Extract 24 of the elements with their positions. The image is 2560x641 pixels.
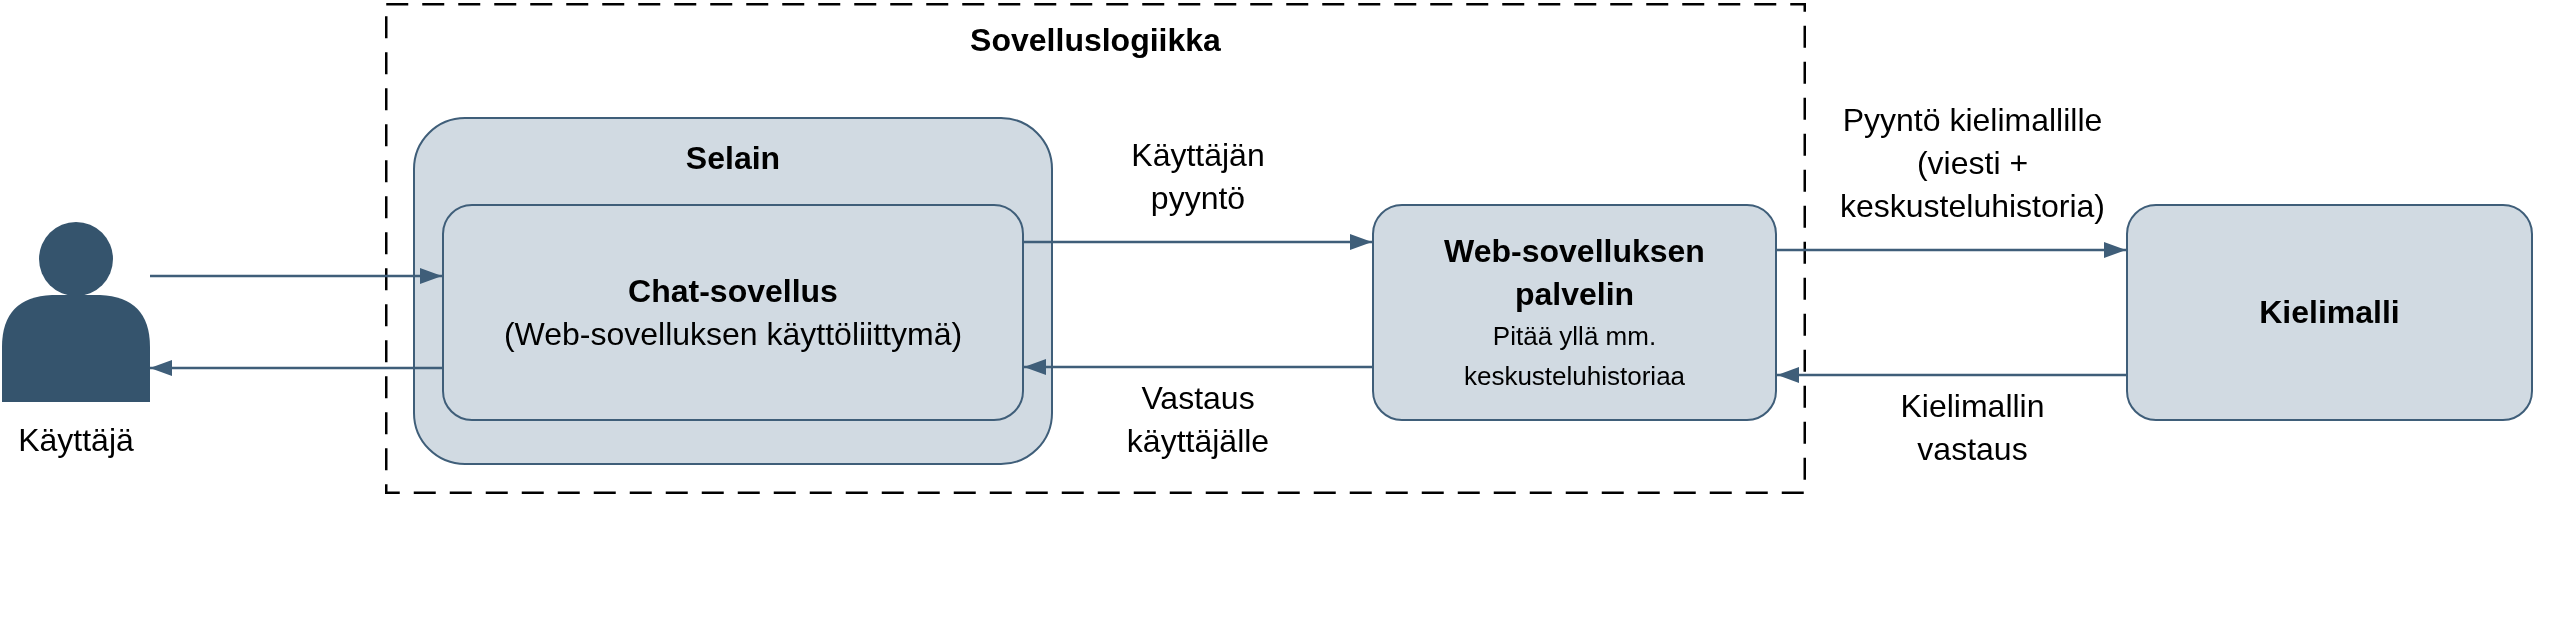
arrow bbox=[1024, 359, 1372, 375]
edge-label: Kielimallin vastaus bbox=[1899, 387, 2046, 469]
arrow bbox=[1024, 234, 1372, 250]
process-box bbox=[442, 204, 1024, 421]
node-description: (Web-sovelluksen käyttöliittymä) bbox=[503, 314, 963, 354]
process-box bbox=[1372, 204, 1777, 421]
arrow bbox=[150, 268, 442, 284]
arrow bbox=[150, 360, 442, 376]
arrow bbox=[1777, 242, 2126, 258]
edge-label: Vastaus käyttäjälle bbox=[1125, 379, 1271, 461]
node-caption: Käyttäjä bbox=[18, 421, 134, 460]
node-title: Web-sovelluksen palvelin bbox=[1443, 231, 1706, 314]
group-title: Sovelluslogiikka bbox=[970, 21, 1221, 60]
node-description: Pitää yllä mm. keskusteluhistoriaa bbox=[1462, 319, 1687, 393]
edge-label: Käyttäjän pyyntö bbox=[1130, 136, 1266, 218]
rounded-container bbox=[413, 117, 1053, 465]
dashed-group-region bbox=[385, 3, 1806, 494]
person-icon bbox=[2, 222, 150, 402]
node-title: Kielimalli bbox=[2259, 293, 2400, 332]
process-box bbox=[2126, 204, 2533, 421]
arrow bbox=[1777, 367, 2126, 383]
node-title: Chat-sovellus bbox=[628, 271, 838, 311]
edge-label: Pyyntö kielimallille (viesti + keskusteluhistoria) bbox=[1839, 101, 2106, 226]
container-title: Selain bbox=[685, 139, 781, 178]
